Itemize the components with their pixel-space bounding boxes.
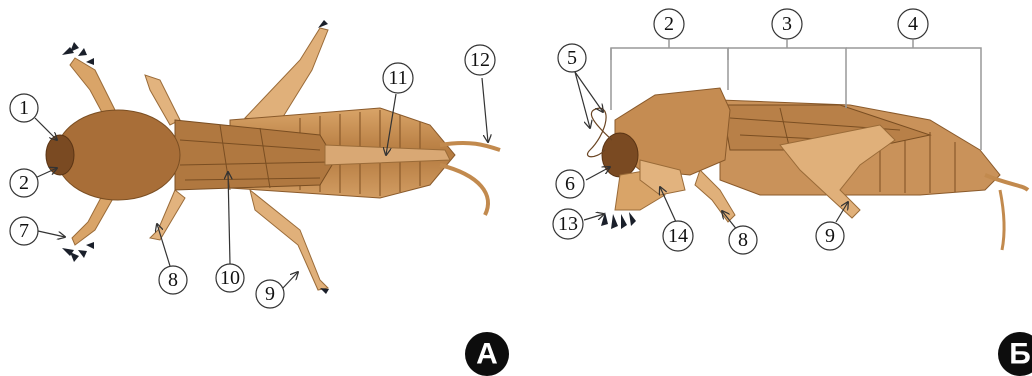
label-b-3: 3 (772, 9, 802, 39)
label-b-14: 14 (663, 221, 693, 251)
svg-text:2: 2 (19, 172, 29, 194)
panel-letter-b: Б (998, 332, 1032, 376)
svg-text:1: 1 (19, 97, 29, 119)
front-claw-bottom (62, 242, 94, 262)
label-a-2: 2 (10, 169, 38, 197)
front-claw-lateral (601, 212, 636, 229)
label-a-12: 12 (465, 45, 495, 75)
svg-text:12: 12 (470, 49, 490, 71)
svg-text:А: А (476, 338, 498, 371)
svg-text:10: 10 (220, 267, 240, 289)
front-leg-upper (70, 58, 115, 118)
label-b-4: 4 (898, 9, 928, 39)
label-b-2: 2 (654, 9, 684, 39)
hind-leg-lower (250, 190, 328, 290)
panel-b-bracket-ticks (669, 40, 913, 48)
label-a-10: 10 (216, 264, 244, 292)
svg-text:9: 9 (825, 225, 835, 247)
panel-a-insect (46, 20, 500, 294)
svg-text:3: 3 (782, 13, 792, 35)
pronotum (56, 110, 180, 200)
head (46, 135, 74, 175)
svg-text:4: 4 (908, 13, 918, 35)
svg-text:14: 14 (668, 225, 688, 247)
label-a-11: 11 (383, 63, 413, 93)
svg-text:9: 9 (265, 283, 275, 305)
mid-leg-lower (150, 190, 185, 240)
label-b-8: 8 (729, 226, 757, 254)
svg-text:11: 11 (388, 67, 407, 89)
hind-leg-upper (245, 28, 328, 125)
label-a-7: 7 (10, 217, 38, 245)
label-b-5: 5 (558, 44, 586, 72)
svg-text:5: 5 (567, 47, 577, 69)
head-lateral (602, 133, 638, 177)
svg-text:8: 8 (168, 269, 178, 291)
label-b-13: 13 (553, 209, 583, 239)
label-b-9: 9 (816, 222, 844, 250)
svg-text:7: 7 (19, 220, 29, 242)
label-b-6: 6 (556, 170, 584, 198)
cercus-lower (440, 165, 488, 215)
svg-text:8: 8 (738, 229, 748, 251)
label-a-9: 9 (256, 280, 284, 308)
svg-text:Б: Б (1009, 338, 1031, 371)
label-a-1: 1 (10, 94, 38, 122)
label-a-8: 8 (159, 266, 187, 294)
panel-b-insect (588, 88, 1028, 250)
panel-letter-a: А (465, 332, 509, 376)
svg-text:6: 6 (565, 173, 575, 195)
svg-text:2: 2 (664, 13, 674, 35)
svg-text:13: 13 (558, 213, 578, 235)
